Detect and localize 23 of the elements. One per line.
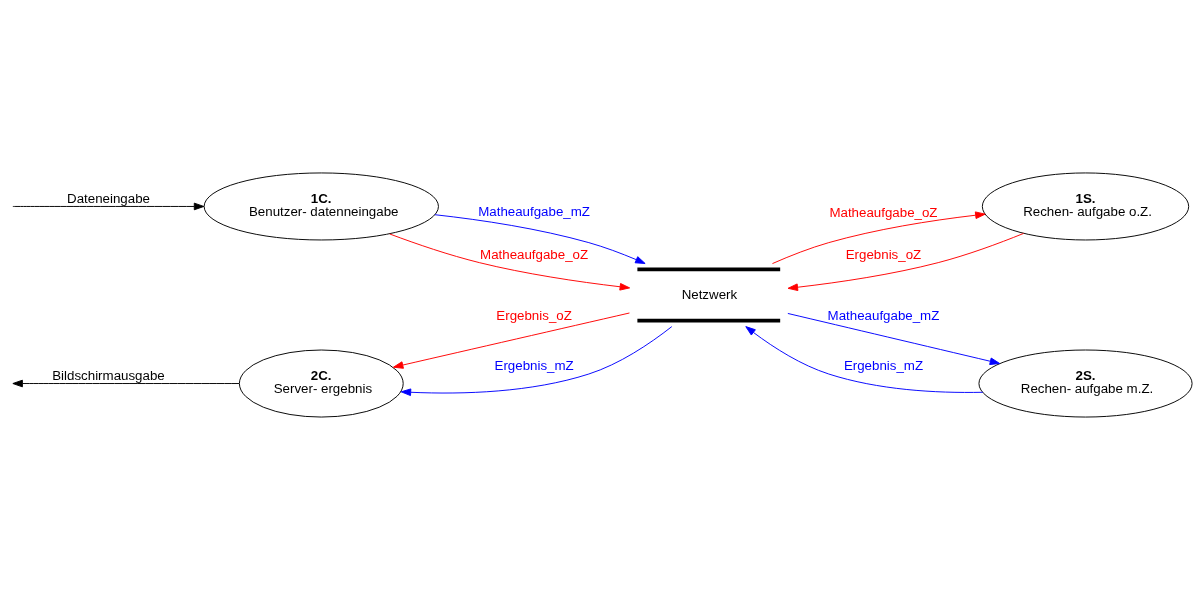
- edge-label: Ergebnis_oZ: [496, 307, 572, 323]
- arrow: [745, 325, 984, 393]
- arrow: [392, 312, 630, 369]
- arrow: [787, 232, 1025, 291]
- edge-label: Ergebnis_mZ: [843, 357, 924, 373]
- edge-label: Dateneingabe: [67, 190, 150, 206]
- node-ellipse: 1S. Rechen- aufgabe o.Z.: [981, 171, 1190, 240]
- edge-label: Matheaufgabe_mZ: [827, 307, 940, 323]
- edge-label: Matheaufgabe_oZ: [480, 246, 589, 262]
- arrow: [12, 379, 240, 387]
- node-ellipse: 1C. Benutzer- datenneingabe: [203, 171, 439, 240]
- arrow: [389, 233, 631, 291]
- node-ellipse: 2S. Rechen- aufgabe m.Z.: [978, 349, 1193, 418]
- arrow: [787, 312, 1001, 365]
- arrow: [434, 213, 646, 264]
- edge-label: Bildschirmausgabe: [52, 367, 165, 383]
- arrow: [400, 325, 673, 396]
- arrow: [12, 202, 205, 210]
- edge-label: Matheaufgabe_oZ: [829, 204, 938, 220]
- edge-label: Ergebnis_mZ: [494, 357, 574, 373]
- arrow: [772, 210, 986, 264]
- edge-label: Ergebnis_oZ: [845, 246, 922, 262]
- edge-label: Matheaufgabe_mZ: [478, 203, 590, 219]
